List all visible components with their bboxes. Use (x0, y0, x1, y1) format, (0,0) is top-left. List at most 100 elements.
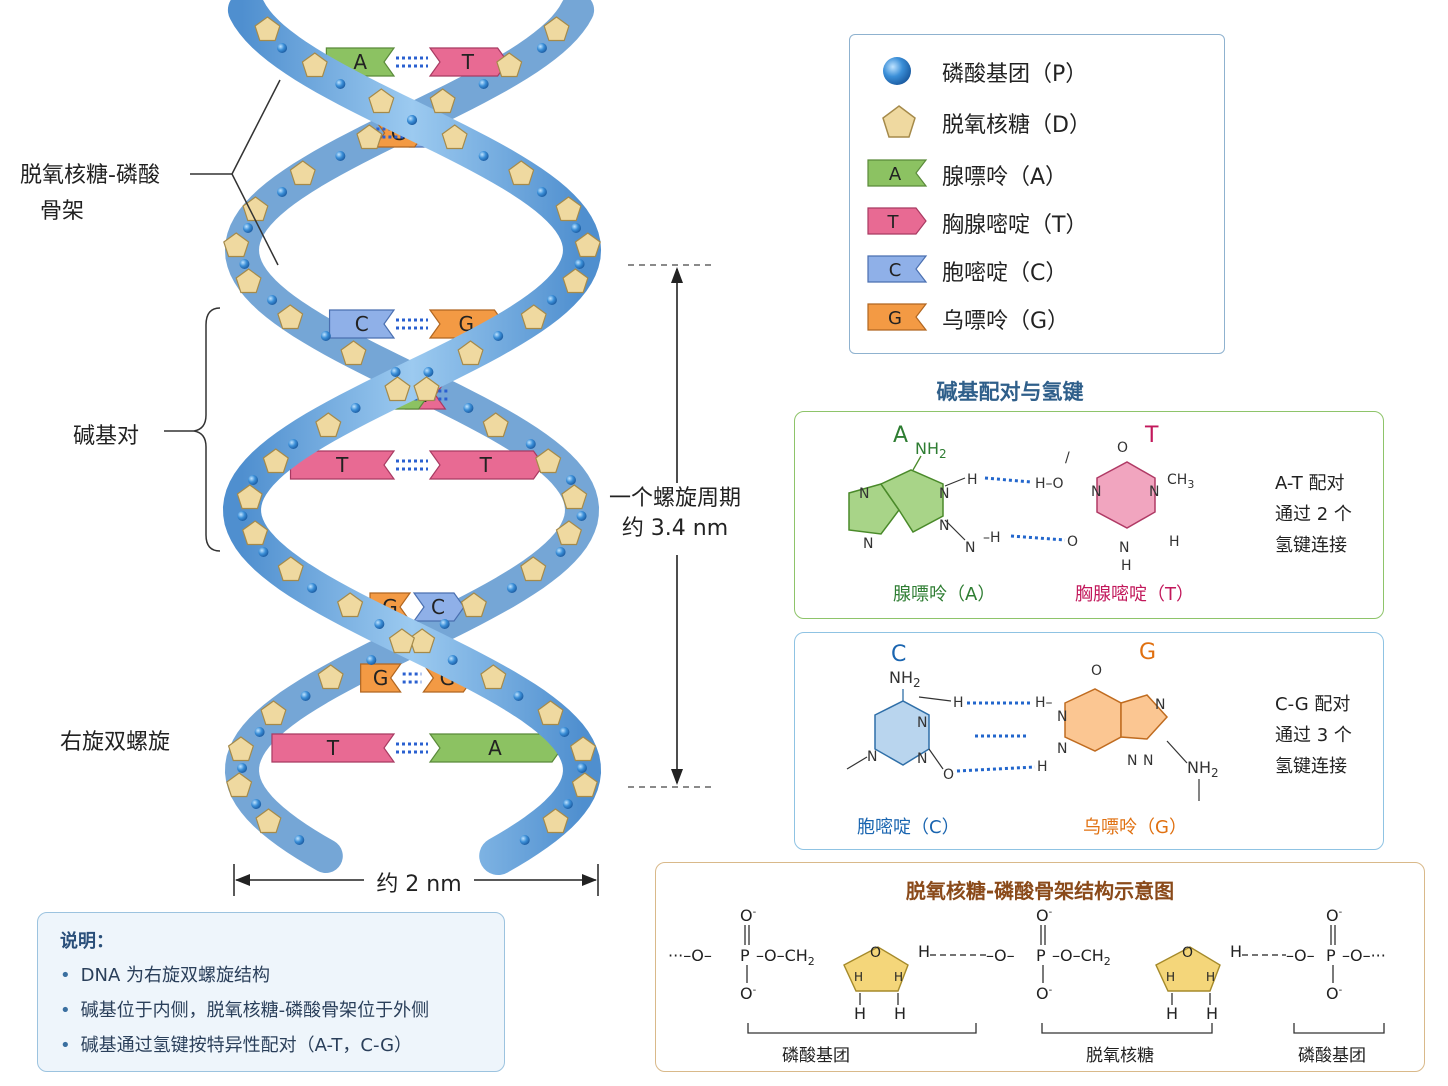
phosphate-group (519, 835, 530, 845)
cg-note: C-G 配对 通过 3 个 氢键连接 (1275, 689, 1352, 782)
at-note-line1: A-T 配对 (1275, 473, 1345, 494)
deoxyribose-sugar (368, 88, 395, 114)
deoxyribose-sugar (236, 484, 263, 510)
deoxyribose-sugar (413, 376, 440, 402)
deoxyribose-sugar (508, 160, 535, 186)
phosphate-group (536, 43, 547, 53)
cg-note-line3: 氢键连接 (1275, 756, 1347, 777)
backbone-label-phosphate-2: 磷酸基团 (1298, 1046, 1366, 1066)
deoxyribose-sugar (429, 88, 456, 114)
at-note: A-T 配对 通过 2 个 氢键连接 (1275, 468, 1352, 561)
backbone-panel: 脱氧核糖-磷酸骨架结构示意图 ···–O– P O- O- –O–CH2 O H… (655, 862, 1425, 1072)
base-a-letter: A (889, 164, 902, 185)
deoxyribose-sugar (496, 52, 523, 78)
phosphate-group (277, 187, 288, 197)
backbone-label-line1: 脱氧核糖-磷酸 (20, 163, 160, 188)
deoxyribose-sugar (537, 700, 564, 726)
notes-item-2: 碱基位于内侧，脱氧核糖-磷酸骨架位于外侧 (60, 996, 430, 1022)
svg-text:···–O–: ···–O– (668, 946, 712, 965)
backbone-title: 脱氧核糖-磷酸骨架结构示意图 (905, 879, 1175, 903)
svg-text:N: N (1119, 540, 1129, 556)
cg-structure: C NH2 N N N O H G O H– N N H N N N NH2 胞… (846, 640, 1219, 838)
svg-text:H: H (1206, 1004, 1218, 1023)
svg-text:H: H (953, 695, 964, 711)
backbone-pointer (190, 79, 281, 266)
phosphate-group (546, 295, 557, 305)
width-label: 约 2 nm (376, 872, 462, 897)
cg-letter-g: G (1139, 640, 1156, 665)
legend: 磷酸基团（P） 脱氧核糖（D） A 腺嘌呤（A） T 胸腺嘧啶（T） C 胞嘧啶… (849, 34, 1225, 354)
at-panel: A NH2 N N N N N –H H T O H–O / N N CH3 O… (794, 411, 1384, 619)
phosphate-group (555, 547, 566, 557)
svg-text:H: H (1037, 759, 1048, 775)
deoxyribose-sugar (277, 304, 304, 330)
base-left-letter-3: C (355, 312, 369, 336)
svg-text:–O–···: –O–··· (1342, 946, 1386, 965)
deoxyribose-sugar (520, 304, 547, 330)
svg-text:O-: O- (1326, 906, 1343, 925)
base-g-icon: G (867, 303, 928, 331)
svg-text:H: H (854, 1004, 866, 1023)
deoxyribose-sugar (255, 808, 282, 834)
deoxyribose-sugar (571, 772, 598, 798)
base-right-5 (428, 450, 545, 480)
deoxyribose-sugar (535, 448, 562, 474)
phosphate-group (237, 511, 248, 521)
phosphate-group (571, 223, 582, 233)
cg-note-line1: C-G 配对 (1275, 694, 1351, 715)
notes-title: 说明： (60, 931, 114, 952)
legend-item-thymine: T 胸腺嘧啶（T） (850, 201, 1224, 241)
phosphate-group (300, 691, 311, 701)
svg-text:O: O (1182, 945, 1193, 961)
phosphate-group (574, 259, 585, 269)
base-g-letter: G (888, 308, 902, 329)
period-dimension (628, 264, 712, 788)
deoxyribose-sugar (277, 556, 304, 582)
cg-name-cytosine: 胞嘧啶（C） (857, 817, 960, 838)
deoxyribose-sugar (574, 232, 601, 258)
base-pair-brace (164, 307, 221, 552)
legend-item-deoxyribose: 脱氧核糖（D） (850, 101, 1224, 141)
phosphate-group (513, 691, 524, 701)
phosphate-group (525, 439, 536, 449)
at-letter-a: A (893, 423, 908, 448)
deoxyribose-sugar (260, 700, 287, 726)
svg-text:CH3: CH3 (1167, 472, 1194, 491)
at-note-line2: 通过 2 个 (1275, 504, 1352, 525)
svg-text:O-: O- (1326, 984, 1343, 1003)
svg-text:H: H (1166, 1004, 1178, 1023)
deoxyribose-sugar (543, 16, 570, 42)
svg-text:O: O (870, 945, 881, 961)
svg-text:NH2: NH2 (1187, 758, 1219, 780)
svg-text:H: H (894, 970, 903, 984)
svg-text:H–O: H–O (1035, 476, 1064, 492)
base-left-7 (360, 663, 402, 693)
phosphate-group (294, 835, 305, 845)
deoxyribose-sugar (315, 412, 342, 438)
deoxyribose-sugar (441, 124, 468, 150)
svg-text:N: N (1057, 709, 1067, 725)
dna-helix: ATCGCGTATTGCGGTA (222, 0, 602, 875)
deoxyribose-sugar (262, 448, 289, 474)
phosphate-group (254, 727, 265, 737)
period-label-line1: 一个螺旋周期 (608, 486, 741, 511)
at-structure: A NH2 N N N N N –H H T O H–O / N N CH3 O… (848, 423, 1194, 605)
deoxyribose-sugar (569, 736, 597, 762)
base-left-letter-7: G (373, 666, 389, 690)
svg-text:–O–: –O– (986, 946, 1015, 965)
phosphate-group (307, 583, 318, 593)
base-right-1 (428, 47, 509, 77)
deoxyribose-sugar (482, 412, 509, 438)
at-letter-t: T (1144, 423, 1159, 448)
width-dimension (233, 864, 599, 896)
svg-text:H: H (918, 942, 930, 961)
svg-text:H: H (967, 472, 978, 488)
legend-item-adenine: A 腺嘌呤（A） (850, 153, 1224, 193)
base-left-letter-1: A (353, 50, 367, 74)
deoxyribose-sugar (388, 628, 416, 654)
phosphate-group (536, 187, 547, 197)
legend-text-thymine: 胸腺嘧啶（T） (942, 213, 1088, 238)
phosphate-group (335, 151, 346, 161)
